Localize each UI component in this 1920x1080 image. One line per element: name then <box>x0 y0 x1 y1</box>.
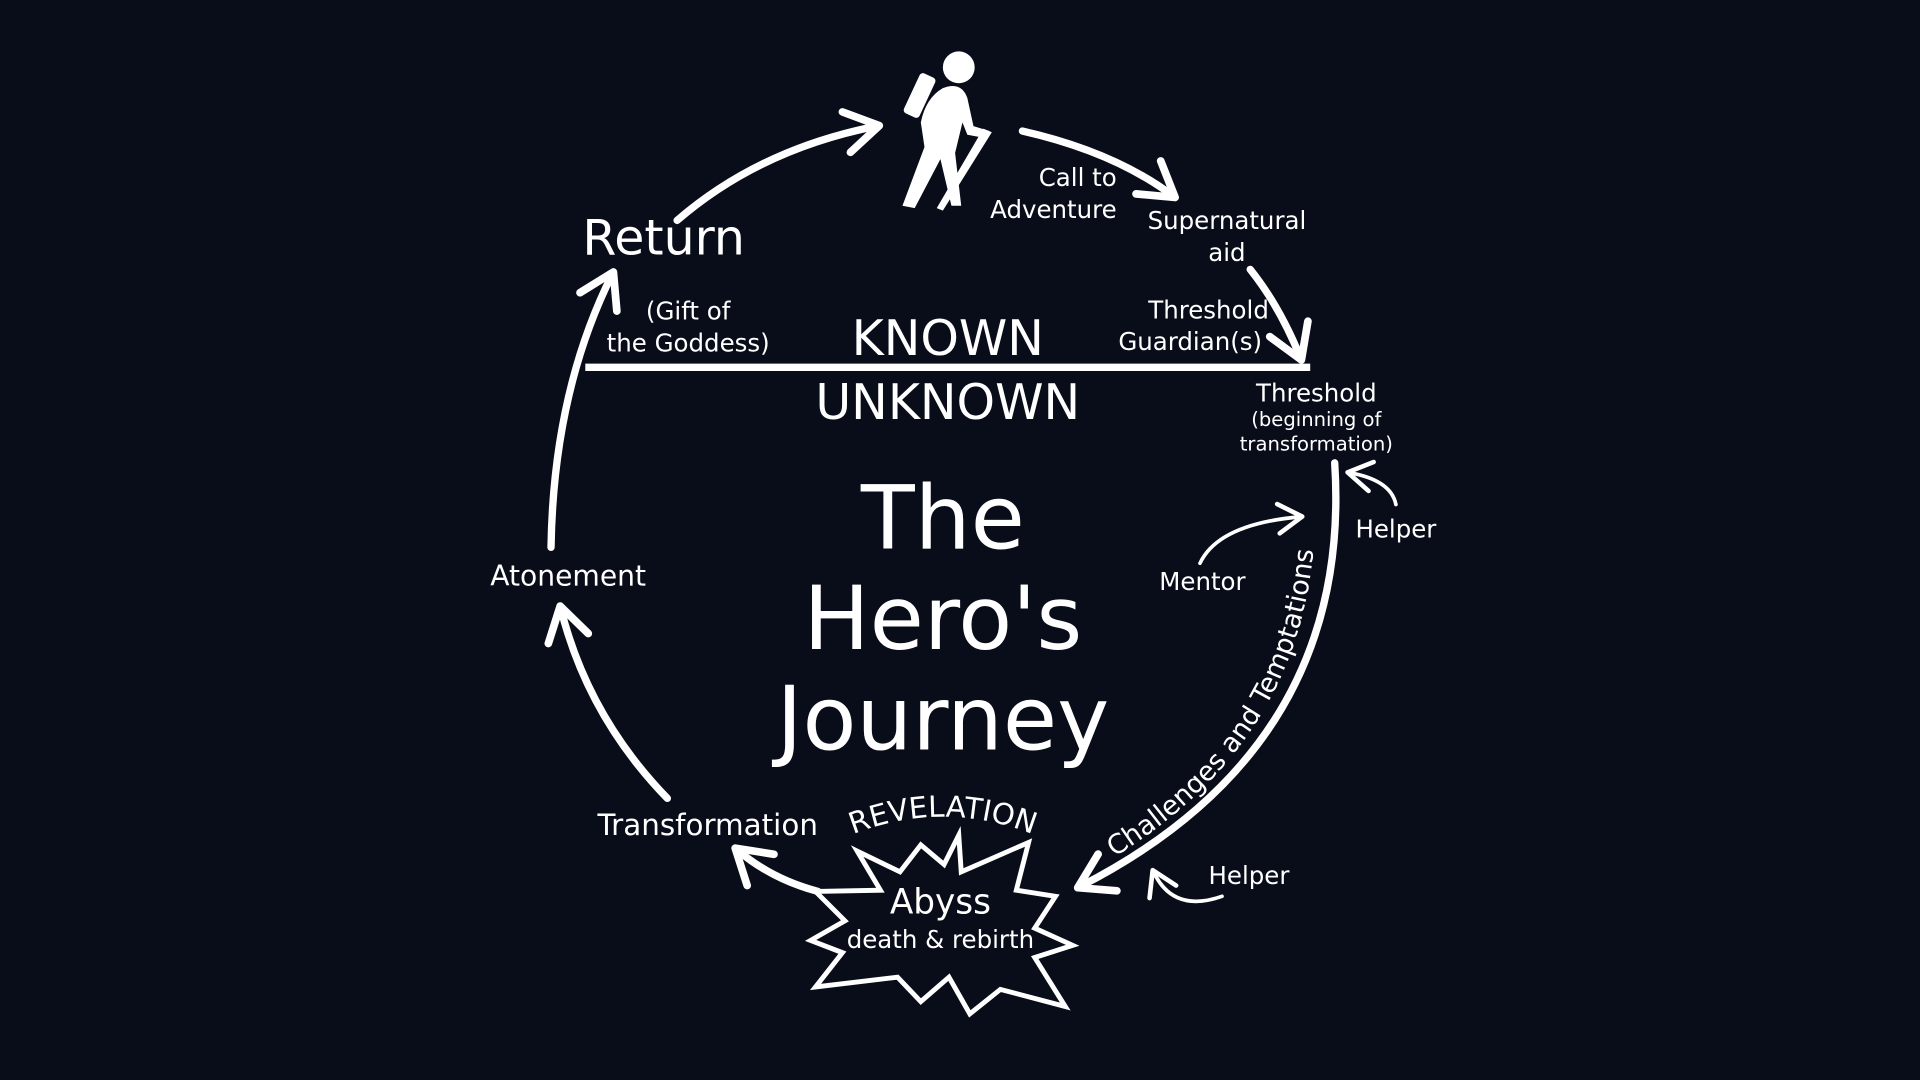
arrow-mentor <box>1198 501 1305 566</box>
arrow-helper-bottom <box>1147 867 1224 904</box>
arrow-challenges <box>1073 459 1340 895</box>
supernatural-line2: aid <box>1208 238 1245 267</box>
threshold-line2: (beginning of <box>1251 408 1382 431</box>
guardians-line1: Threshold <box>1147 295 1269 324</box>
arrow-helper-top <box>1345 459 1398 507</box>
label-known: KNOWN <box>852 310 1044 367</box>
label-unknown: UNKNOWN <box>815 374 1080 431</box>
hiker-icon <box>902 51 992 211</box>
arrow-aid-to-threshold <box>1246 265 1312 364</box>
arrow-atonement-to-return <box>547 268 621 552</box>
abyss-starburst <box>804 825 1080 1018</box>
arrow-call-to-supernatural <box>1018 127 1179 202</box>
gift-line2: the Goddess) <box>607 328 770 357</box>
stage-return: Return <box>582 210 744 267</box>
call-line2: Adventure <box>990 195 1117 224</box>
title-line3: Journey <box>771 667 1109 770</box>
threshold-line1: Threshold <box>1255 379 1377 408</box>
supernatural-line1: Supernatural <box>1148 206 1307 235</box>
abyss-sublabel: death & rebirth <box>847 925 1034 954</box>
abyss-label: Abyss <box>890 882 991 922</box>
stage-atonement: Atonement <box>490 559 646 592</box>
stage-transformation: Transformation <box>597 808 818 842</box>
arrow-abyss-to-transformation <box>731 844 822 896</box>
arrow-return-to-hero <box>673 108 884 225</box>
arrow-transformation-to-atonement <box>544 602 672 803</box>
helper-top: Helper <box>1355 515 1437 544</box>
guardians-line2: Guardian(s) <box>1118 327 1262 356</box>
call-line1: Call to <box>1039 163 1117 192</box>
mentor: Mentor <box>1159 567 1246 596</box>
title-line2: Hero's <box>803 567 1082 670</box>
revelation-label: REVELATION <box>844 790 1042 841</box>
threshold-line3: transformation) <box>1240 433 1393 456</box>
helper-bottom: Helper <box>1209 861 1291 890</box>
gift-line1: (Gift of <box>646 297 732 326</box>
title-line1: The <box>860 467 1025 570</box>
